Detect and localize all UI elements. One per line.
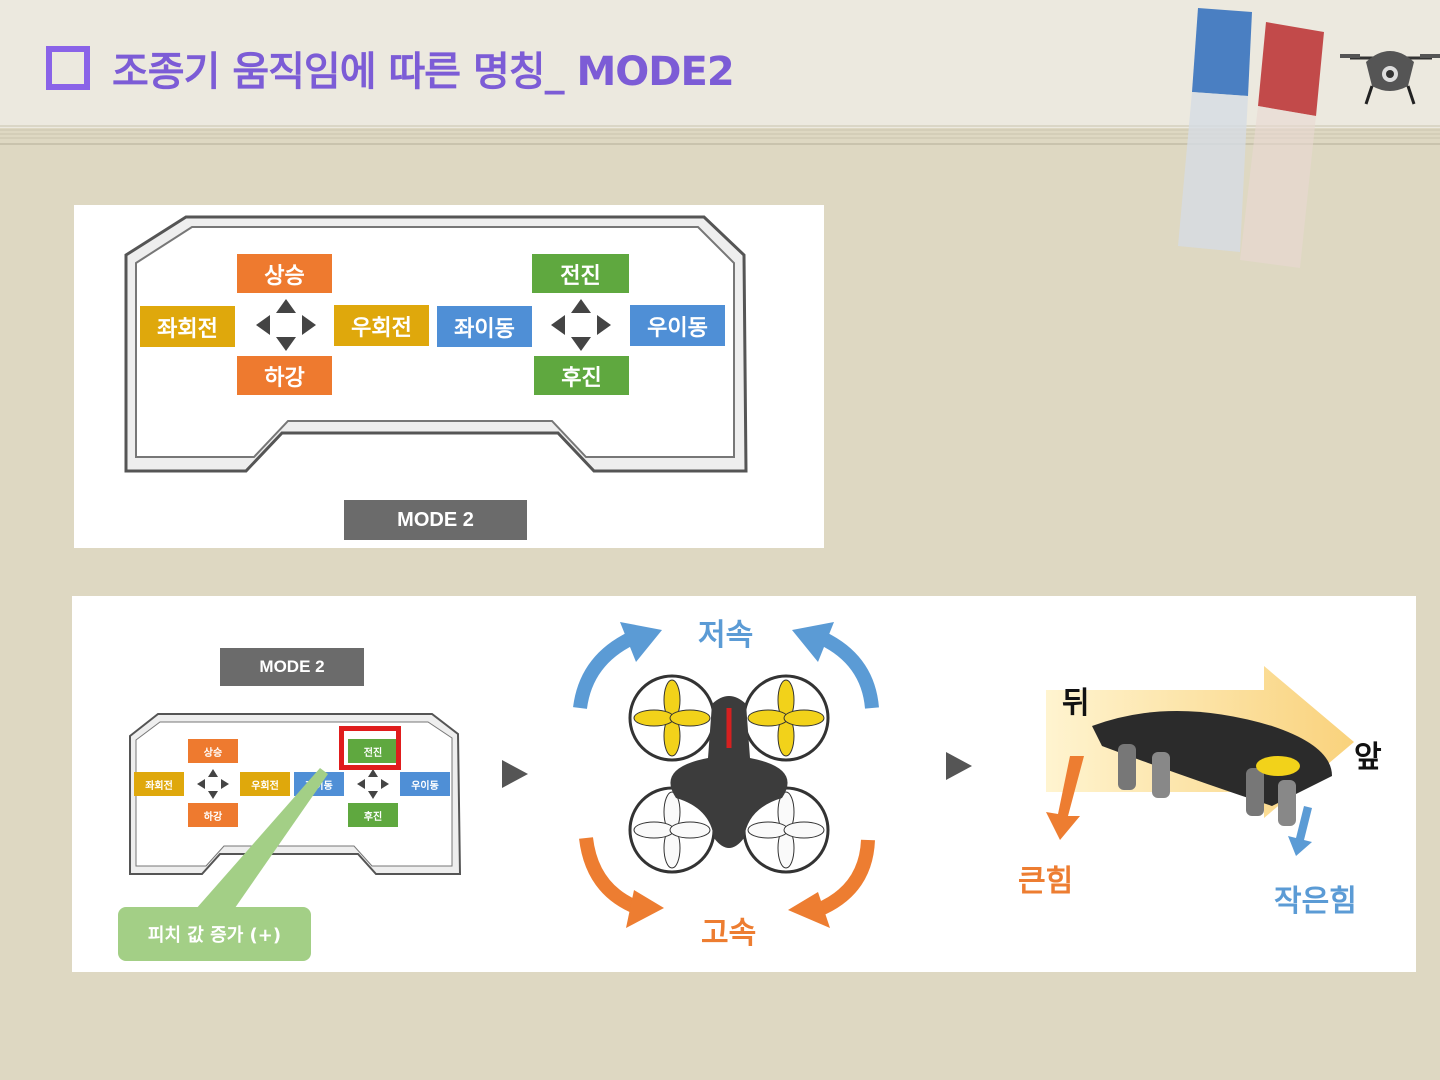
pitch-example-panel: MODE 2 상승 하강 좌회전 우회전 전진 후진 좌이동 우이동 피치 값 …: [72, 596, 1416, 972]
label-forward-small: 전진: [348, 739, 398, 763]
label-rotate-right-small: 우회전: [240, 772, 290, 796]
label-low-speed: 저속: [698, 618, 754, 653]
callout-pointer: [188, 768, 328, 918]
label-descend: 하강: [237, 356, 332, 395]
callout-pitch-increase: 피치 값 증가 (+): [118, 907, 311, 961]
drone-side-view: [1046, 666, 1354, 856]
label-rotate-left: 좌회전: [140, 306, 235, 347]
label-back: 뒤: [1062, 686, 1090, 721]
dpad-icon: [551, 299, 611, 351]
drone-top-view: [573, 622, 879, 928]
page-title: 조종기 움직임에 따른 명칭_ MODE2: [46, 38, 735, 98]
mode-button: MODE 2: [344, 500, 527, 540]
label-ascend: 상승: [237, 254, 332, 293]
dpad-icon: [256, 299, 316, 351]
play-arrow-icon: [946, 752, 972, 780]
checkbox-square-icon: [46, 46, 90, 90]
label-weak-force: 작은힘: [1274, 884, 1357, 919]
dpad-icon: [357, 769, 389, 799]
label-move-left: 좌이동: [437, 306, 532, 347]
decorative-banner: [1178, 8, 1440, 268]
label-backward-small: 후진: [348, 803, 398, 827]
label-ascend-small: 상승: [188, 739, 238, 763]
mode-button-small: MODE 2: [220, 648, 364, 686]
label-move-right-small: 우이동: [400, 772, 450, 796]
dpad-icon: [197, 769, 229, 799]
label-rotate-right: 우회전: [334, 305, 429, 346]
controller-outline: [124, 215, 748, 473]
label-front: 앞: [1354, 740, 1382, 775]
label-backward: 후진: [534, 356, 629, 395]
label-strong-force: 큰힘: [1018, 864, 1074, 899]
drone-logo-icon: [1340, 51, 1440, 105]
page-title-text: 조종기 움직임에 따른 명칭_ MODE2: [112, 49, 735, 95]
label-high-speed: 고속: [701, 916, 757, 951]
play-arrow-icon: [502, 760, 528, 788]
highlight-box: [339, 726, 401, 770]
label-descend-small: 하강: [188, 803, 238, 827]
controller-diagram-panel: 상승 하강 좌회전 우회전 전진 후진 좌이동 우이동 MODE 2: [74, 205, 824, 548]
label-move-right: 우이동: [630, 305, 725, 346]
label-rotate-left-small: 좌회전: [134, 772, 184, 796]
label-forward: 전진: [532, 254, 629, 293]
